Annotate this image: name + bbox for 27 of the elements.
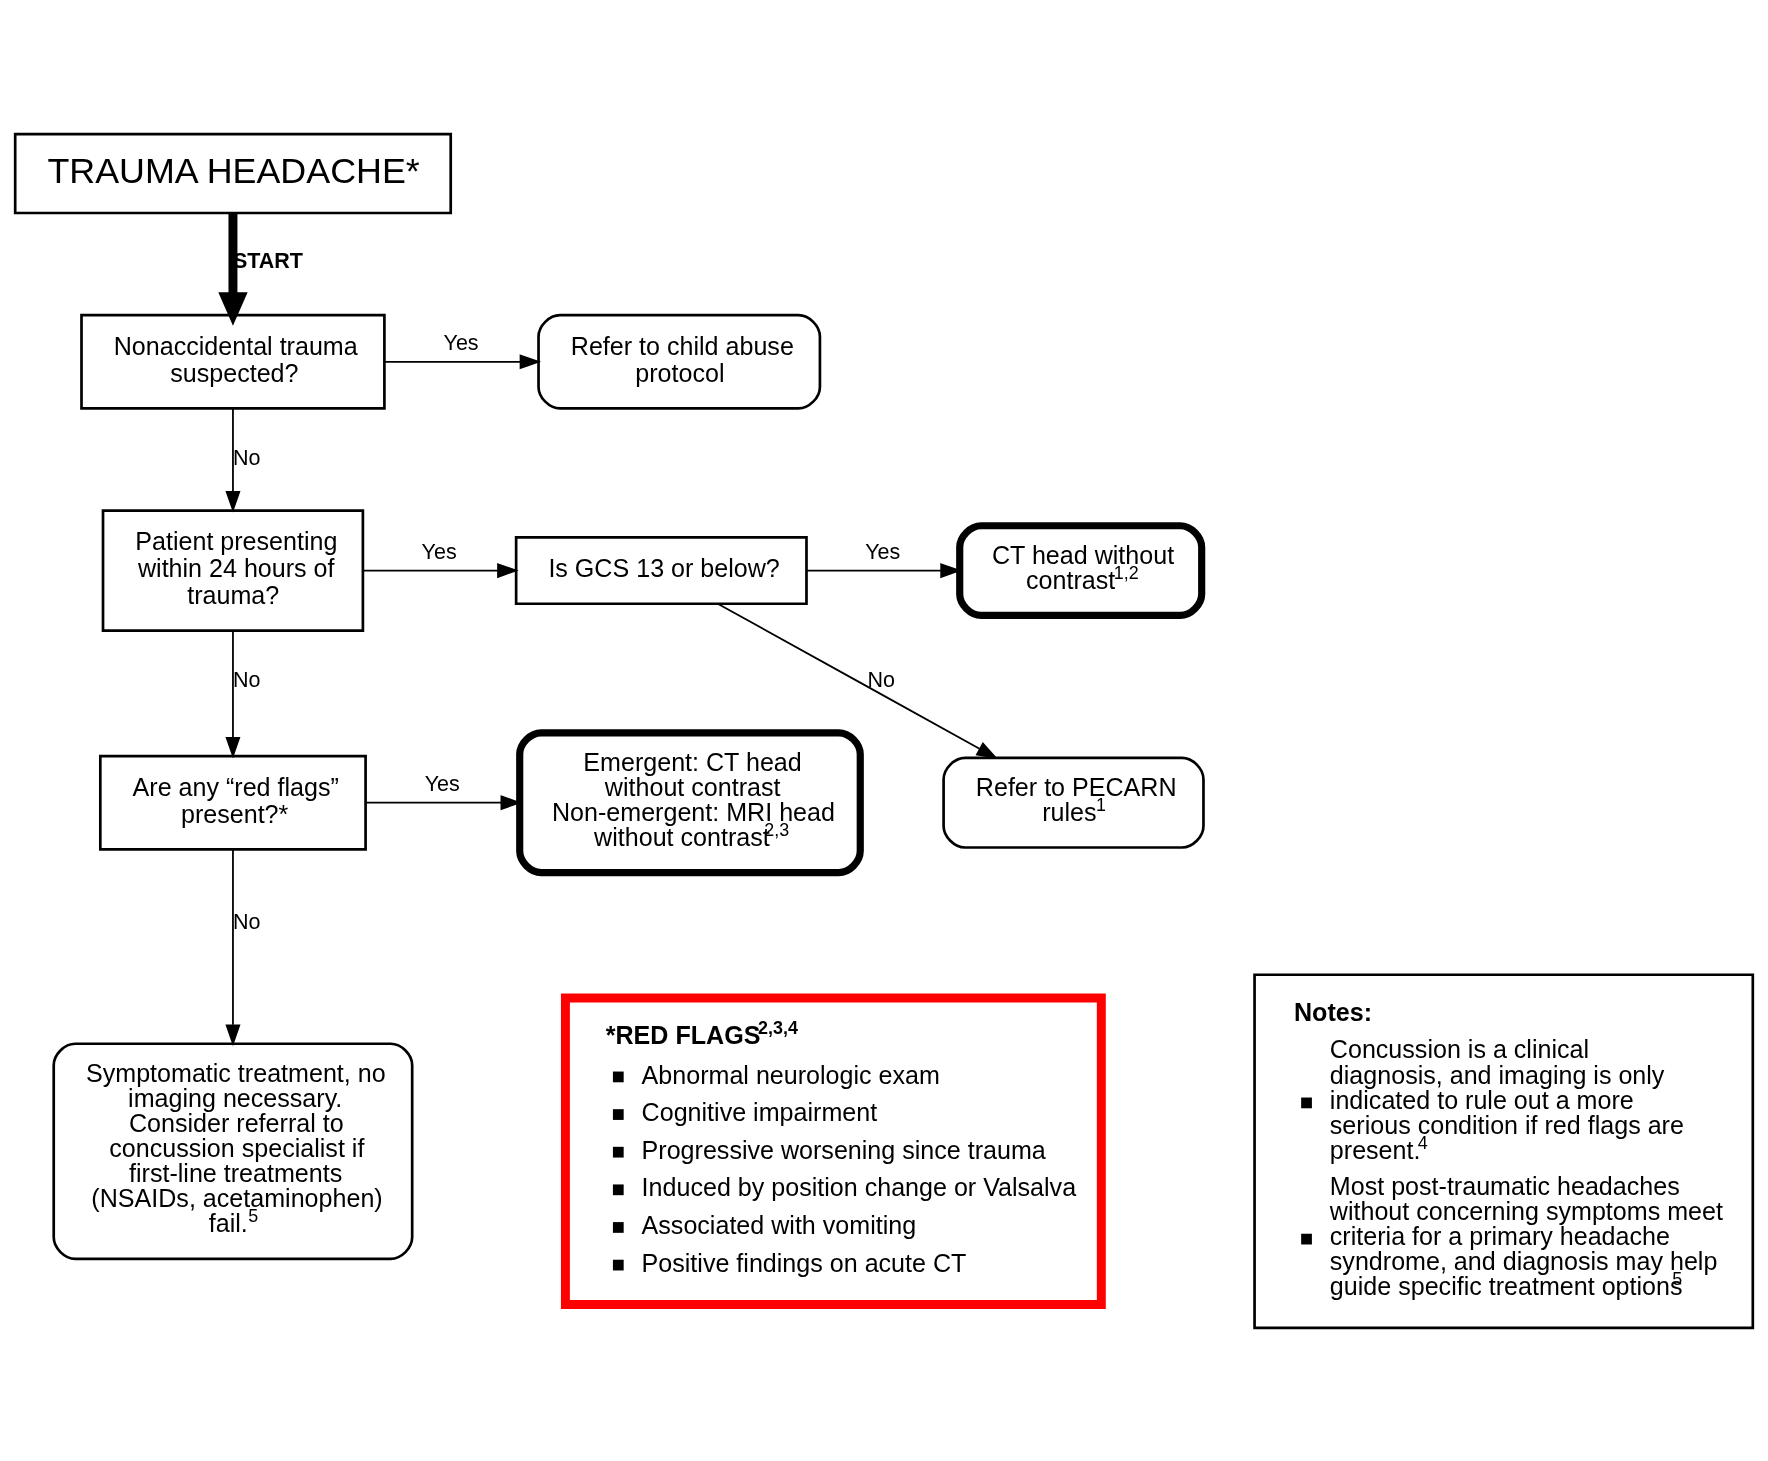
arrow [717,602,998,759]
arrow [362,562,519,578]
node-box: CT head without contrast$^{1,2}$ [956,521,1206,619]
edge-label: Yes [421,539,457,564]
node-box: *RED FLAGS$^{2,3,4}$ Abnormal neurologic exam Cognitive impairment Progressive worsening since trauma Induced by position change or Valsalva Associated with vomiting Positive findings on acute CT [560,993,1106,1309]
node-box: Is GCS 13 or below? [514,535,808,605]
node-box: Symptomatic treatment, no imaging necessary. Consider referral to concussion specialist if first-line treatments (NSAIDs, acetaminophen) fail.$^{5}$ [52,1041,414,1260]
edge-label: Yes [424,771,460,796]
edge-label: No [867,667,895,692]
node-box: Nonaccidental trauma suspected? [80,313,386,410]
node-box: Patient presenting within 24 hours of trauma? [101,508,365,632]
node-box: TRAUMA HEADACHE* [13,132,453,214]
edge-label: No [232,667,261,692]
node-box: Refer to child abuse protocol [537,313,822,410]
node-box: Emergent: CT head without contrast Non-emergent: MRI head without contrast$^{2,3}$ [516,728,864,876]
arrow [225,407,241,513]
edge-label: Yes [865,539,901,564]
edge-label: No [232,445,261,470]
edge-label: No [232,909,261,934]
node-box: Refer to PECARN rules$^{1}$ [942,756,1205,849]
arrow [383,353,542,369]
arrow [225,848,241,1046]
arrow [218,213,248,326]
edge-label: START [232,248,304,273]
node-box: Are any “red flags” present?* [98,754,367,851]
edge-label: Yes [443,330,479,355]
arrow [225,629,241,758]
